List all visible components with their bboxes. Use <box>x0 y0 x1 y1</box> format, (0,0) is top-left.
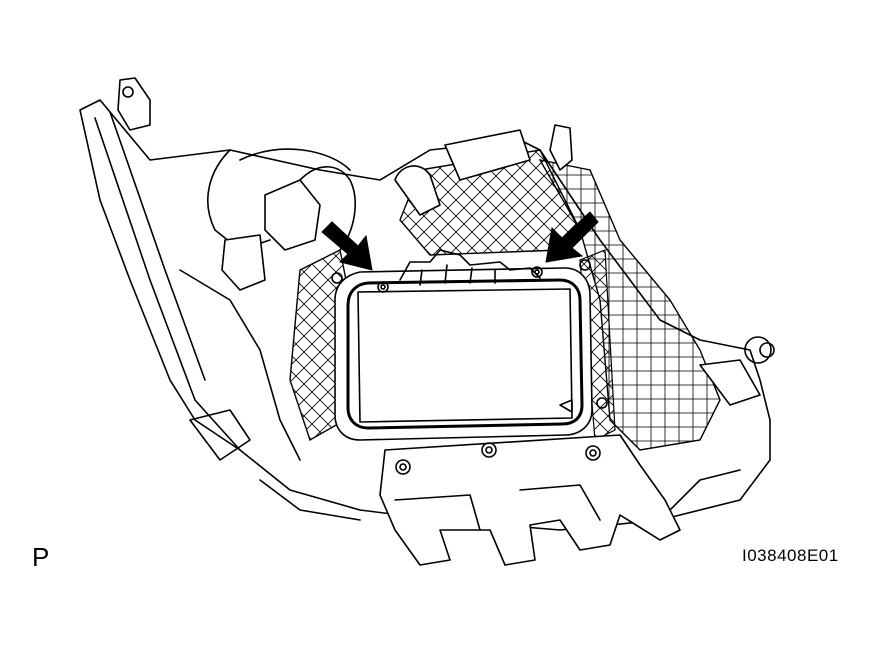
lower-bracket <box>379 434 681 566</box>
ballast-unit <box>331 249 608 441</box>
connectors <box>221 124 775 406</box>
figure-id: I038408E01 <box>742 546 839 565</box>
view-label: P <box>32 542 50 572</box>
pointer-arrow-left <box>321 221 373 271</box>
pointer-arrow-right <box>545 211 599 263</box>
housing-outline <box>79 77 771 531</box>
